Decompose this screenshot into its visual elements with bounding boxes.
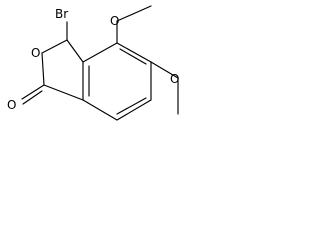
bond-c4-c5 bbox=[116, 42, 152, 63]
bond-c1-carbonyl-o bbox=[21, 84, 45, 100]
bond-c1-carbonyl-o-double bbox=[22, 90, 43, 105]
bond-c6-c7-double bbox=[116, 97, 147, 115]
bond-c4-c5-double bbox=[119, 48, 147, 65]
ring-oxygen-label: O bbox=[31, 46, 40, 60]
bond-c7-c7a bbox=[82, 99, 118, 121]
methoxy-4-oxygen-label: O bbox=[110, 14, 119, 28]
bond-c1-c7a bbox=[43, 84, 84, 101]
structure-canvas: Br O O O O bbox=[0, 0, 220, 150]
bond-c3-o2 bbox=[41, 39, 68, 54]
bond-group bbox=[21, 5, 179, 121]
methoxy-5-oxygen-label: O bbox=[170, 72, 179, 86]
bond-c3a-c4 bbox=[82, 42, 118, 63]
bromine-label: Br bbox=[55, 7, 68, 21]
bond-c6-c7 bbox=[116, 99, 152, 121]
bond-methoxy-4-methyl bbox=[116, 5, 152, 22]
bond-o2-c1 bbox=[41, 52, 45, 86]
carbonyl-oxygen-label: O bbox=[7, 98, 16, 112]
bond-c3-c3a bbox=[66, 39, 84, 63]
chemical-structure: Br O O O O bbox=[7, 5, 179, 121]
atom-label-group: Br O O O O bbox=[7, 7, 179, 112]
bond-c5-o-methoxy bbox=[150, 61, 179, 79]
